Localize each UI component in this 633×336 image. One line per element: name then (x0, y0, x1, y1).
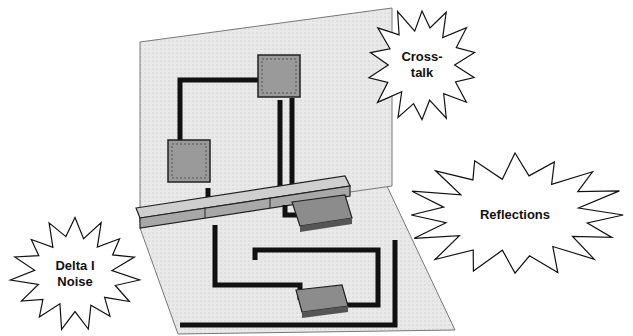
callout-text: Cross- talk (398, 49, 446, 82)
starburst-shape (411, 153, 623, 273)
starburst-shape (369, 11, 475, 120)
chip (168, 140, 210, 182)
starburst-callout: Cross- talk (363, 3, 481, 127)
starburst-callout: Delta I Noise (8, 215, 142, 333)
board-traces (180, 205, 395, 325)
chip (258, 55, 300, 97)
callout-text: Reflections (460, 207, 570, 223)
component (292, 195, 352, 232)
component (296, 285, 348, 318)
callout-text: Delta I Noise (44, 258, 106, 291)
starburst-callout: Reflections (400, 150, 630, 280)
starburst-shape (10, 218, 139, 330)
